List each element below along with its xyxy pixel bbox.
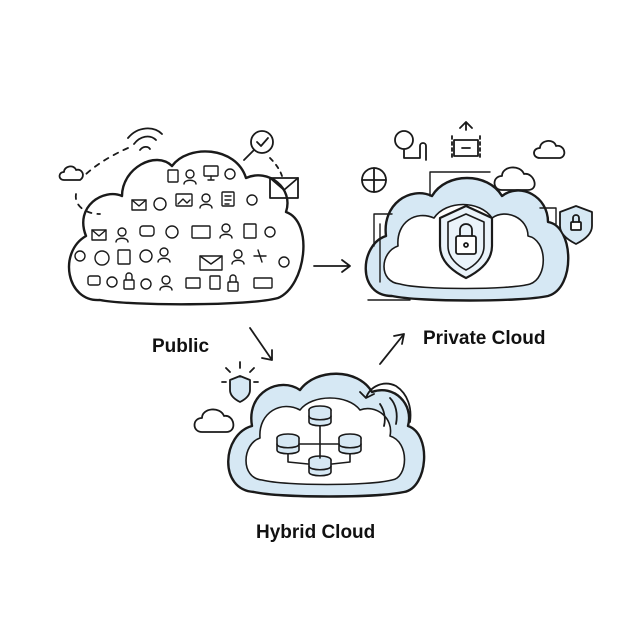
user-icon-body — [115, 237, 129, 243]
search-icon-handle — [243, 149, 255, 161]
user-icon-body — [231, 259, 245, 265]
checklist-icon — [221, 191, 235, 207]
arrow-hybrid-to-private — [379, 333, 405, 365]
monitor-icon — [191, 225, 211, 239]
sparkle-icon — [253, 249, 267, 263]
mail-flap — [91, 229, 107, 237]
mail-icon — [269, 177, 299, 199]
small-cloud-icon — [533, 140, 566, 159]
document-icon — [243, 223, 257, 239]
chat-icon — [139, 249, 153, 263]
chat-icon — [153, 197, 167, 211]
document-icon — [167, 169, 179, 183]
mail-icon — [131, 199, 147, 211]
lock-icon — [227, 281, 239, 292]
network-bracket — [367, 213, 411, 301]
monitor-icon — [203, 165, 219, 177]
network-icon-bracket — [451, 135, 481, 159]
user-icon — [221, 223, 231, 233]
private-cloud — [361, 121, 593, 302]
image-icon — [185, 277, 201, 289]
mail-icon — [91, 229, 107, 241]
monitor-stand — [207, 175, 215, 181]
mail-flap — [131, 199, 147, 207]
flow-arrows — [249, 259, 405, 365]
public-cloud-label: Public — [152, 336, 210, 357]
dashed-link — [269, 157, 283, 177]
search-icon — [250, 130, 274, 154]
shield-rays — [221, 361, 259, 383]
arrow-public-to-private — [313, 259, 351, 273]
hybrid-cloud-label: Hybrid Cloud — [256, 522, 376, 543]
mail-icon — [199, 255, 223, 271]
public-cloud-icons — [74, 165, 290, 292]
network-bracket — [429, 171, 557, 225]
image-icon — [175, 193, 193, 207]
image-mountain — [177, 198, 191, 205]
hybrid-cloud — [193, 361, 426, 498]
public-cloud-outline — [67, 150, 305, 306]
server-links — [287, 425, 351, 465]
user-icon-body — [159, 285, 173, 291]
user-icon-body — [219, 233, 233, 239]
user-chat-icon — [394, 130, 414, 150]
sync-arrow-icon — [359, 382, 412, 423]
location-pin-icon — [74, 250, 86, 262]
user-icon — [201, 193, 211, 203]
location-pin-icon — [246, 194, 258, 206]
gear-icon — [224, 168, 236, 180]
dashed-link — [83, 147, 129, 177]
shield-icon — [229, 375, 251, 403]
user-chat-body — [403, 142, 427, 161]
shield-lock-mini — [570, 221, 582, 231]
mail-flap — [199, 255, 223, 265]
lock-icon — [123, 279, 135, 290]
chat-icon — [87, 275, 101, 286]
dashed-link — [74, 193, 101, 215]
lock-keyhole — [463, 242, 469, 248]
private-cloud-label: Private Cloud — [423, 328, 546, 349]
heart-icon — [278, 256, 290, 268]
chat-icon — [140, 278, 152, 290]
small-cloud-icon — [493, 166, 536, 191]
gear-icon — [94, 250, 110, 266]
user-icon — [233, 249, 243, 259]
heart-icon — [264, 226, 276, 238]
small-cloud-icon — [193, 408, 235, 433]
gear-icon — [106, 276, 118, 288]
small-cloud-icon — [58, 165, 84, 181]
gear-icon — [165, 225, 179, 239]
user-icon — [159, 247, 169, 257]
user-icon — [161, 275, 171, 285]
database-server-icon — [276, 405, 362, 477]
lock-shackle — [125, 272, 133, 281]
user-icon-body — [157, 257, 171, 263]
arrow-public-to-hybrid — [249, 327, 273, 361]
user-icon-body — [199, 203, 213, 209]
hybrid-cloud-inner — [245, 397, 406, 486]
chat-icon — [139, 225, 155, 237]
document-icon — [209, 275, 221, 290]
wifi-signal-icon — [127, 127, 163, 151]
monitor-icon — [253, 277, 273, 289]
pie-chart-slices — [361, 167, 387, 193]
mail-flap — [269, 177, 299, 191]
shield-lock-mini-shackle — [572, 214, 580, 223]
user-icon-body — [183, 179, 197, 185]
lock-shackle — [459, 223, 473, 237]
document-icon — [117, 249, 131, 265]
sync-arrow-arcs — [379, 397, 398, 427]
lock-icon — [455, 235, 477, 255]
checklist-lines — [224, 195, 232, 205]
lock-shackle — [229, 274, 237, 283]
network-icon — [453, 121, 479, 157]
user-icon — [185, 169, 195, 179]
search-check — [256, 137, 269, 147]
public-cloud — [58, 127, 305, 306]
shield-lock-inner — [447, 213, 485, 271]
user-icon — [117, 227, 127, 237]
